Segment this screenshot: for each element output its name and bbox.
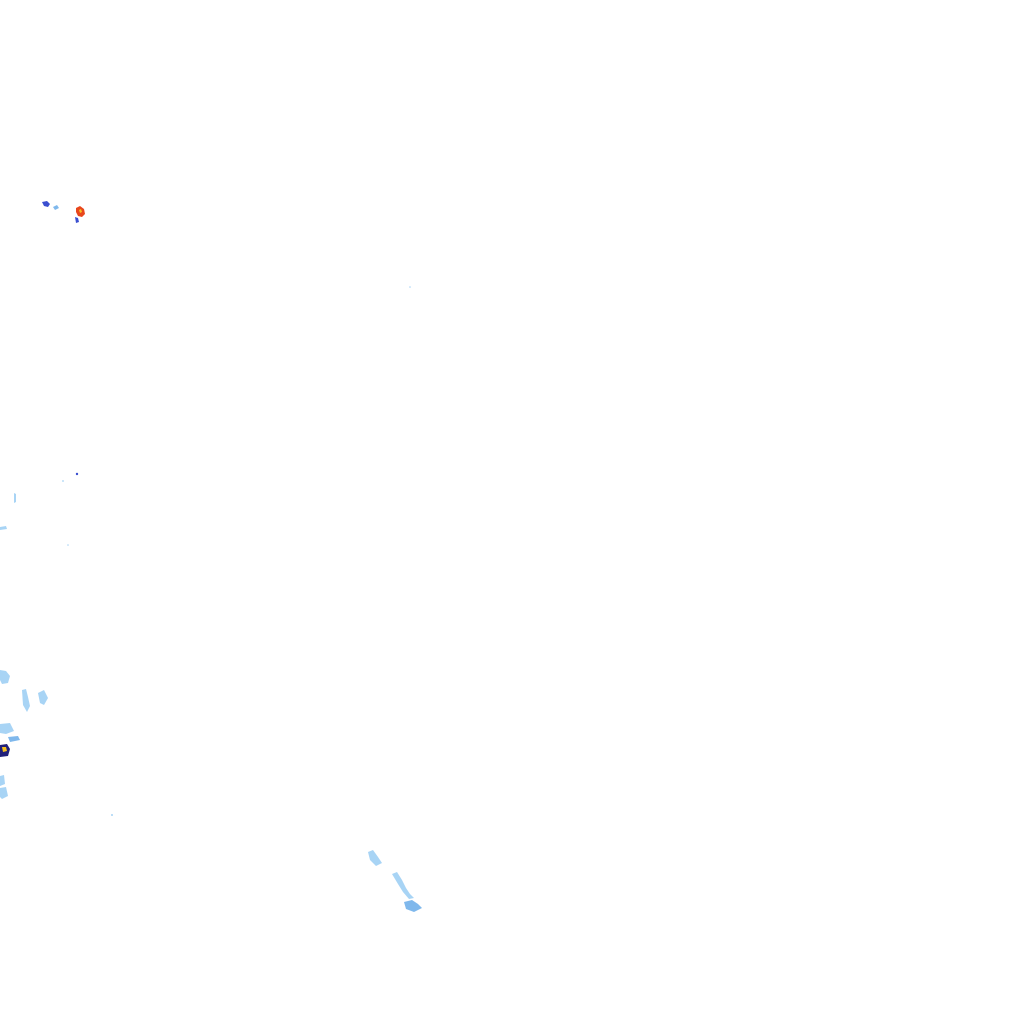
precip-blob [0,775,5,786]
precip-specks [62,286,411,816]
precip-speck [75,472,79,476]
precip-blob [368,850,382,866]
precip-blob [79,209,82,213]
precip-blob [2,747,7,752]
precip-speck [111,814,113,816]
precip-blob [14,493,16,503]
precip-blob [42,201,50,207]
precip-band-south [368,850,422,912]
precip-blob [0,670,10,684]
precip-blob [75,217,79,223]
precip-blob [22,689,30,712]
precip-cell-west [0,493,48,799]
precip-blob [0,526,7,530]
precip-speck [67,544,69,546]
precip-blob [0,723,14,734]
precip-blob [0,787,8,799]
precip-blob [404,900,422,912]
precip-blob [53,205,59,210]
precip-blob [8,736,20,742]
precip-blob [392,872,414,899]
precip-cell-northwest [42,201,85,223]
precip-speck [409,286,411,288]
precip-blob [38,690,48,705]
precip-speck [62,480,64,482]
